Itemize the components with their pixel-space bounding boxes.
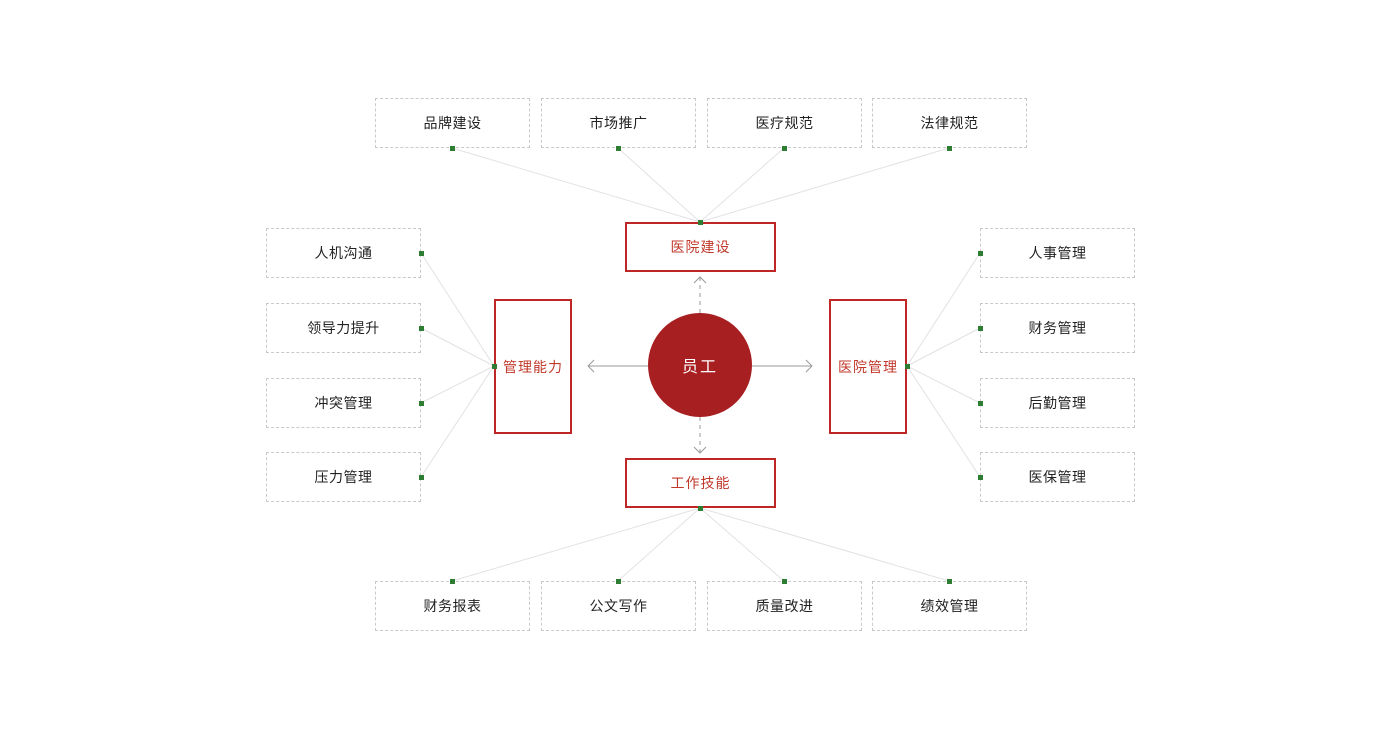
connector-dot-work-skills-leaf-3	[946, 578, 952, 584]
connector-dot-hospital-management-leaf-0	[977, 250, 983, 256]
leaf-node-work-skills-0[interactable]: 财务报表	[375, 581, 530, 631]
connector-dot-management-ability-leaf-0	[418, 250, 424, 256]
leaf-node-label: 医疗规范	[755, 115, 814, 131]
core-node-employee[interactable]: 员工	[648, 313, 752, 417]
leaf-node-label: 财务报表	[423, 598, 482, 614]
connector-management-ability-3	[420, 365, 495, 478]
arrow-head-management-ability	[587, 359, 595, 373]
connector-hospital-construction-2	[699, 147, 785, 223]
connector-management-ability-2	[420, 365, 495, 404]
connector-dot-branch-hospital-management	[904, 363, 910, 369]
branch-node-label: 医院建设	[670, 239, 731, 255]
branch-node-label: 工作技能	[670, 475, 731, 491]
leaf-node-label: 财务管理	[1028, 320, 1087, 336]
connector-dot-work-skills-leaf-1	[615, 578, 621, 584]
leaf-node-management-ability-0[interactable]: 人机沟通	[266, 228, 421, 278]
leaf-node-hospital-management-1[interactable]: 财务管理	[980, 303, 1135, 353]
connector-dot-work-skills-leaf-2	[781, 578, 787, 584]
connector-dot-branch-management-ability	[491, 363, 497, 369]
connector-work-skills-2	[699, 507, 785, 582]
connector-dot-work-skills-leaf-0	[449, 578, 455, 584]
connector-management-ability-1	[420, 327, 495, 367]
connector-dot-branch-work-skills	[697, 505, 703, 511]
leaf-node-work-skills-3[interactable]: 绩效管理	[872, 581, 1027, 631]
leaf-node-label: 法律规范	[920, 115, 979, 131]
leaf-node-label: 品牌建设	[423, 115, 482, 131]
connector-dot-management-ability-leaf-3	[418, 474, 424, 480]
connector-hospital-management-0	[906, 252, 981, 367]
leaf-node-label: 人机沟通	[314, 245, 373, 261]
branch-node-hospital-construction[interactable]: 医院建设	[625, 222, 776, 272]
leaf-node-work-skills-2[interactable]: 质量改进	[707, 581, 862, 631]
leaf-node-hospital-construction-1[interactable]: 市场推广	[541, 98, 696, 148]
connector-hospital-management-2	[906, 365, 981, 404]
branch-node-work-skills[interactable]: 工作技能	[625, 458, 776, 508]
leaf-node-label: 绩效管理	[920, 598, 979, 614]
leaf-node-hospital-management-0[interactable]: 人事管理	[980, 228, 1135, 278]
leaf-node-hospital-construction-3[interactable]: 法律规范	[872, 98, 1027, 148]
leaf-node-work-skills-1[interactable]: 公文写作	[541, 581, 696, 631]
connector-dot-hospital-management-leaf-3	[977, 474, 983, 480]
connector-dot-hospital-construction-leaf-3	[946, 145, 952, 151]
connector-hospital-construction-0	[451, 147, 701, 223]
leaf-node-management-ability-2[interactable]: 冲突管理	[266, 378, 421, 428]
connector-work-skills-1	[617, 507, 701, 582]
leaf-node-label: 压力管理	[314, 469, 373, 485]
branch-node-label: 管理能力	[503, 358, 563, 375]
branch-node-label: 医院管理	[838, 358, 898, 375]
connector-dot-management-ability-leaf-1	[418, 325, 424, 331]
connector-dot-management-ability-leaf-2	[418, 400, 424, 406]
leaf-node-hospital-construction-0[interactable]: 品牌建设	[375, 98, 530, 148]
leaf-node-hospital-management-3[interactable]: 医保管理	[980, 452, 1135, 502]
leaf-node-label: 质量改进	[755, 598, 814, 614]
leaf-node-hospital-construction-2[interactable]: 医疗规范	[707, 98, 862, 148]
connector-dot-hospital-management-leaf-2	[977, 400, 983, 406]
connector-hospital-construction-3	[699, 147, 950, 223]
leaf-node-label: 医保管理	[1028, 469, 1087, 485]
leaf-node-label: 人事管理	[1028, 245, 1087, 261]
leaf-node-management-ability-1[interactable]: 领导力提升	[266, 303, 421, 353]
connector-work-skills-3	[699, 507, 950, 582]
branch-node-management-ability[interactable]: 管理能力	[494, 299, 572, 434]
arrow-head-hospital-management	[805, 359, 813, 373]
connector-dot-hospital-construction-leaf-1	[615, 145, 621, 151]
leaf-node-label: 市场推广	[589, 115, 648, 131]
connector-hospital-construction-1	[617, 147, 701, 223]
arrow-head-work-skills	[693, 446, 707, 454]
connector-dot-hospital-construction-leaf-0	[449, 145, 455, 151]
leaf-node-hospital-management-2[interactable]: 后勤管理	[980, 378, 1135, 428]
connector-hospital-management-3	[906, 365, 981, 478]
connector-management-ability-0	[420, 252, 495, 367]
core-node-label: 员工	[681, 359, 718, 376]
arrow-head-hospital-construction	[693, 276, 707, 284]
leaf-node-label: 冲突管理	[314, 395, 373, 411]
leaf-node-label: 后勤管理	[1028, 395, 1087, 411]
connector-dot-hospital-construction-leaf-2	[781, 145, 787, 151]
leaf-node-management-ability-3[interactable]: 压力管理	[266, 452, 421, 502]
connector-work-skills-0	[451, 507, 701, 582]
connector-dot-hospital-management-leaf-1	[977, 325, 983, 331]
branch-node-hospital-management[interactable]: 医院管理	[829, 299, 907, 434]
connector-hospital-management-1	[906, 327, 981, 367]
connector-dot-branch-hospital-construction	[697, 219, 703, 225]
leaf-node-label: 领导力提升	[307, 320, 380, 336]
leaf-node-label: 公文写作	[589, 598, 648, 614]
